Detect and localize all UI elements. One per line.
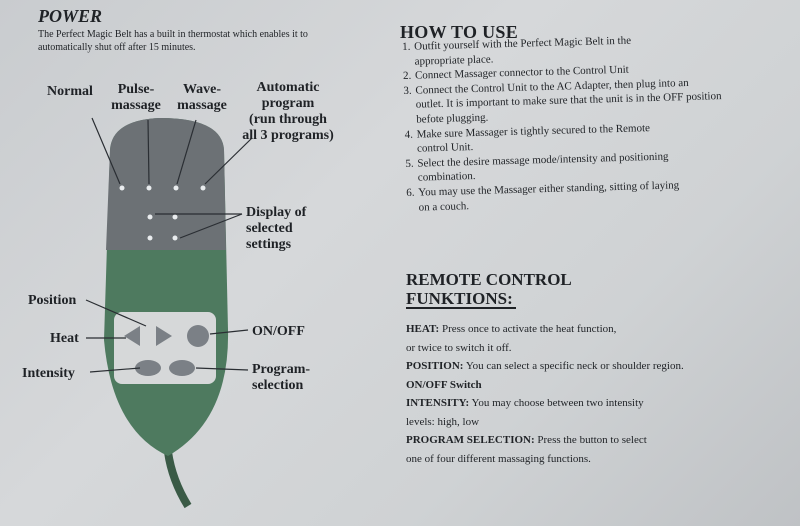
label-pulse-massage: Pulse- massage [111,82,161,113]
how-to-use-title: HOW TO USE [400,22,519,42]
label-wave-massage: Wave- massage [177,82,227,113]
intensity-description: INTENSITY: You may choose between two in… [406,397,644,409]
led-wave [173,185,179,191]
led-auto [200,185,206,191]
title-underline [406,307,516,309]
position-description: POSITION: You can select a specific neck… [406,360,684,372]
label-onoff: ON/OFF [252,324,305,339]
program-button [169,360,195,376]
intensity-description-cont: levels: high, low [406,415,480,428]
label-position: Position [28,293,77,308]
power-text: The Perfect Magic Belt has a built in th… [38,29,308,53]
program-description-cont: one of four different massaging function… [406,452,591,465]
led-pulse [146,185,152,191]
how-to-use-steps: 1.Outfit yourself with the Perfect Magic… [402,30,752,215]
led-normal [119,185,125,191]
label-intensity: Intensity [22,366,75,381]
power-title: POWER [38,6,103,26]
heat-description: HEAT: Press once to activate the heat fu… [406,323,617,335]
remote-top-cap [106,118,226,250]
intensity-button [135,360,161,376]
remote-cable [164,451,192,509]
label-program-selection: Program- selection [252,362,311,393]
label-automatic-program: Automatic program (run through all 3 pro… [242,80,334,143]
label-display: Display of selected settings [246,205,307,252]
setting-leds [147,214,178,241]
onoff-description: ON/OFF Switch [406,378,482,391]
heat-description-cont: or twice to switch it off. [406,341,512,354]
button-panel [114,312,216,384]
leader-lines [85,117,253,373]
mode-leds [119,185,206,191]
onoff-button [187,325,209,347]
label-heat: Heat [50,331,79,346]
position-right-button [156,326,172,346]
position-left-button [124,326,140,346]
remote-diagram [85,117,253,509]
program-description: PROGRAM SELECTION: Press the button to s… [406,434,647,446]
remote-control-functions: HEAT: Press once to activate the heat fu… [406,320,766,468]
remote-control-title: REMOTE CONTROL FUNKTIONS: [406,270,572,308]
label-normal: Normal [47,84,93,99]
